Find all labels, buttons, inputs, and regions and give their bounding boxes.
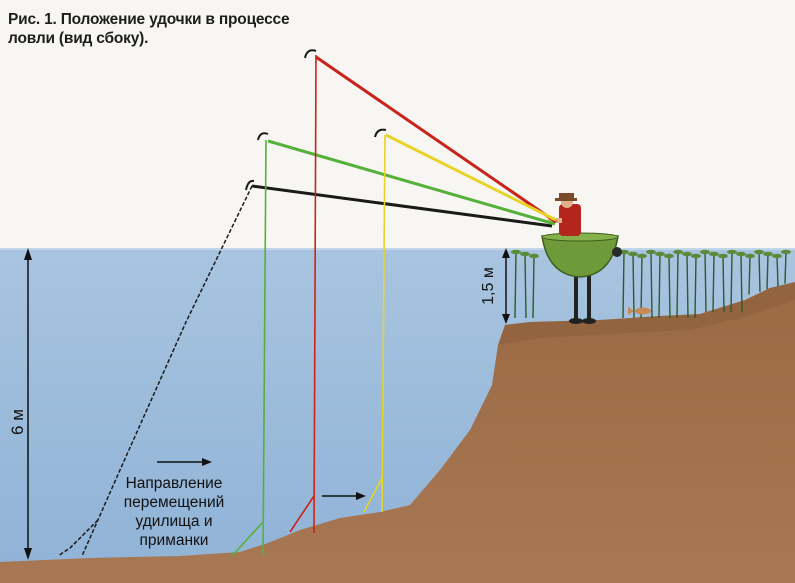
depth-dimension-bank bbox=[502, 248, 510, 324]
line-red-jig bbox=[289, 495, 315, 533]
reed-leaf bbox=[673, 249, 683, 255]
rods bbox=[57, 49, 557, 557]
reed-stem bbox=[694, 255, 697, 319]
reed-leaf bbox=[682, 251, 692, 257]
reed-stem bbox=[766, 253, 769, 290]
reed-leaf bbox=[781, 249, 791, 255]
line-black-jig bbox=[57, 519, 99, 557]
boat-foot-right bbox=[582, 318, 596, 324]
boat-foot-left bbox=[569, 318, 583, 324]
direction-label-line: перемещений bbox=[123, 494, 225, 511]
fish-icon bbox=[628, 307, 651, 315]
reed-stem bbox=[524, 253, 527, 319]
reed-stem bbox=[784, 251, 787, 284]
line-yellow bbox=[381, 134, 386, 513]
reed-stem bbox=[730, 251, 733, 313]
direction-label-line: приманки bbox=[139, 532, 209, 549]
line-green-jig bbox=[231, 522, 263, 557]
reed-leaf bbox=[754, 249, 764, 255]
reed-leaf bbox=[511, 249, 521, 255]
reed-stem bbox=[514, 251, 517, 319]
reed-stem bbox=[740, 253, 743, 313]
direction-label: Направление перемещений удилища и приман… bbox=[118, 474, 230, 550]
reed-leaf bbox=[727, 249, 737, 255]
direction-arrow-icon bbox=[322, 492, 366, 500]
reed-stem bbox=[650, 251, 653, 319]
reed-leaf bbox=[691, 253, 701, 259]
reed-leaf bbox=[700, 249, 710, 255]
reed-stem bbox=[676, 251, 679, 319]
sky bbox=[0, 0, 795, 250]
line-yellow-jig bbox=[363, 477, 383, 513]
reed-leaf bbox=[745, 253, 755, 259]
reed-stem bbox=[722, 255, 725, 313]
boat-motor bbox=[612, 247, 622, 257]
line-green bbox=[262, 139, 267, 556]
rod-black bbox=[251, 184, 553, 228]
reed-stem bbox=[704, 251, 707, 313]
reed-leaf bbox=[718, 253, 728, 259]
reed-stem bbox=[622, 251, 625, 319]
reed-leaf bbox=[520, 251, 530, 257]
direction-arrow-icon bbox=[157, 458, 212, 466]
figure-caption: Рис. 1. Положение удочки в процессе ловл… bbox=[8, 11, 290, 47]
reed-stem bbox=[658, 253, 661, 319]
reed-stem bbox=[632, 253, 635, 319]
depth-dimension-water bbox=[24, 248, 32, 560]
reed-leaf bbox=[655, 251, 665, 257]
reed-stem bbox=[758, 251, 761, 292]
reed-stem bbox=[686, 253, 689, 319]
reed-leaf bbox=[772, 253, 782, 259]
rod-red bbox=[315, 55, 557, 224]
reed-leaf bbox=[709, 251, 719, 257]
line-black bbox=[81, 185, 253, 557]
reed-leaf bbox=[637, 253, 647, 259]
reed-leaf bbox=[529, 253, 539, 259]
reed-leaf bbox=[763, 251, 773, 257]
depth-label-bank: 1,5 м bbox=[480, 267, 497, 305]
reeds bbox=[511, 249, 791, 319]
ground-shading bbox=[498, 282, 795, 345]
reed-stem bbox=[712, 253, 715, 313]
line-red bbox=[313, 54, 317, 534]
reed-stem bbox=[748, 255, 751, 295]
direction-label-line: удилища и bbox=[135, 513, 213, 530]
ground-bank bbox=[0, 282, 795, 583]
reed-stem bbox=[776, 255, 779, 287]
rod-yellow bbox=[385, 133, 557, 222]
reed-leaf bbox=[628, 251, 638, 257]
reed-leaf bbox=[736, 251, 746, 257]
reed-leaf bbox=[646, 249, 656, 255]
reed-stem bbox=[668, 255, 671, 319]
reed-stem bbox=[532, 255, 535, 319]
depth-label-water: 6 м bbox=[8, 409, 27, 435]
reed-leaf bbox=[664, 253, 674, 259]
direction-label-line: Направление bbox=[125, 475, 223, 492]
